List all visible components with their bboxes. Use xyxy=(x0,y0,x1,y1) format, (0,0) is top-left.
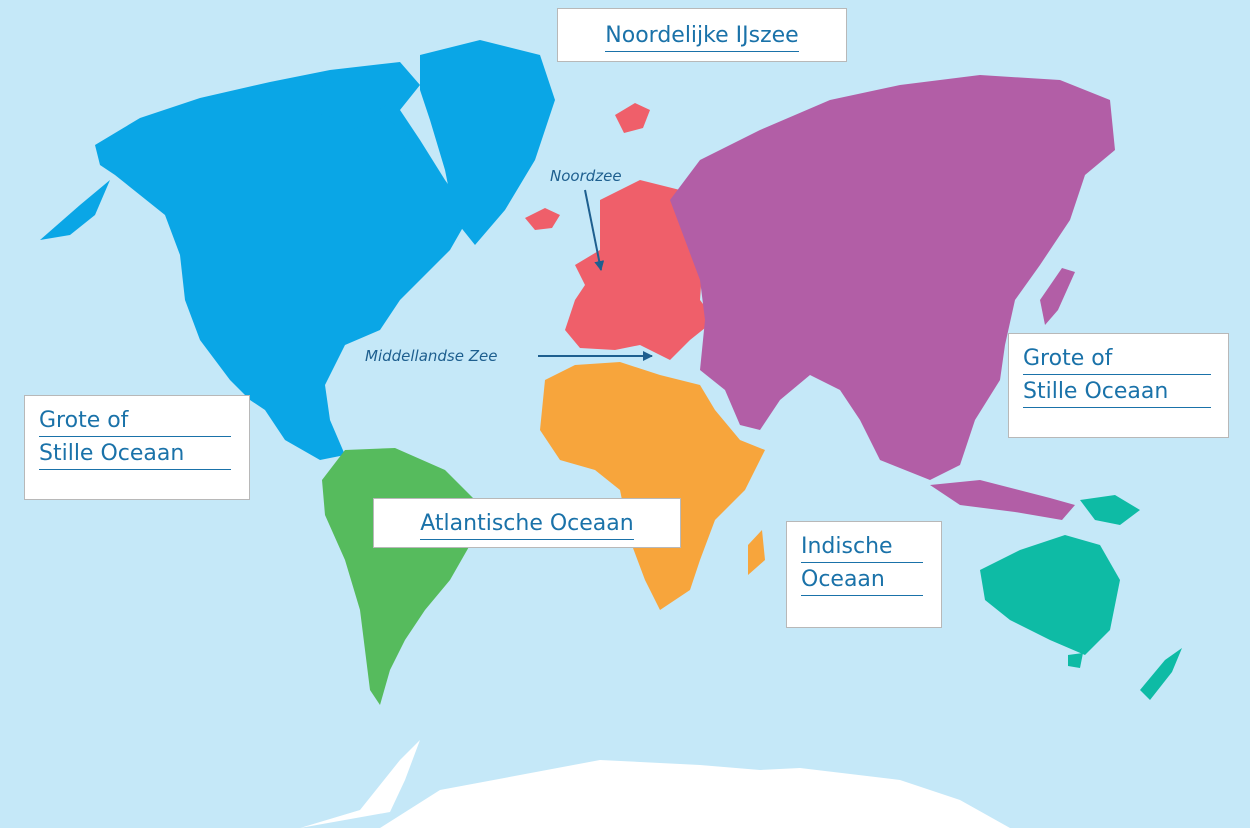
pacific-east-line2: Stille Oceaan xyxy=(1023,377,1211,408)
pacific-west-line1: Grote of xyxy=(39,406,231,437)
north-sea-label: Noordzee xyxy=(550,167,622,185)
new-zealand xyxy=(1140,648,1182,700)
europe xyxy=(565,180,715,360)
new-guinea xyxy=(1080,495,1140,525)
indian-line1: Indische xyxy=(801,532,923,563)
antarctica xyxy=(380,760,1010,828)
baffin-island xyxy=(350,118,410,165)
arctic-ocean-label: Noordelijke IJszee xyxy=(557,8,847,62)
tasmania xyxy=(1068,653,1083,668)
atlantic-ocean-label: Atlantische Oceaan xyxy=(373,498,681,548)
north-sea-arrow xyxy=(584,189,605,271)
pacific-ocean-east-label: Grote of Stille Oceaan xyxy=(1008,333,1229,438)
antarctic-peninsula xyxy=(300,740,420,828)
pacific-west-line2: Stille Oceaan xyxy=(39,439,231,470)
iceland xyxy=(525,208,560,230)
indian-ocean-label: Indische Oceaan xyxy=(786,521,942,628)
africa xyxy=(540,362,765,610)
pacific-ocean-west-label: Grote of Stille Oceaan xyxy=(24,395,250,500)
greenland xyxy=(420,40,555,245)
south-america xyxy=(322,448,480,705)
alaska xyxy=(40,180,110,240)
madagascar xyxy=(748,530,765,575)
arctic-ocean-text: Noordelijke IJszee xyxy=(605,21,799,52)
pacific-east-line1: Grote of xyxy=(1023,344,1211,375)
japan xyxy=(1040,268,1075,325)
canadian-arctic-islands xyxy=(300,80,395,118)
indonesia xyxy=(930,480,1075,520)
svalbard xyxy=(615,103,650,133)
australia xyxy=(980,535,1120,655)
atlantic-ocean-text: Atlantische Oceaan xyxy=(420,509,634,540)
indian-line2: Oceaan xyxy=(801,565,923,596)
asia xyxy=(670,75,1115,480)
mediterranean-sea-label: Middellandse Zee xyxy=(365,347,498,365)
